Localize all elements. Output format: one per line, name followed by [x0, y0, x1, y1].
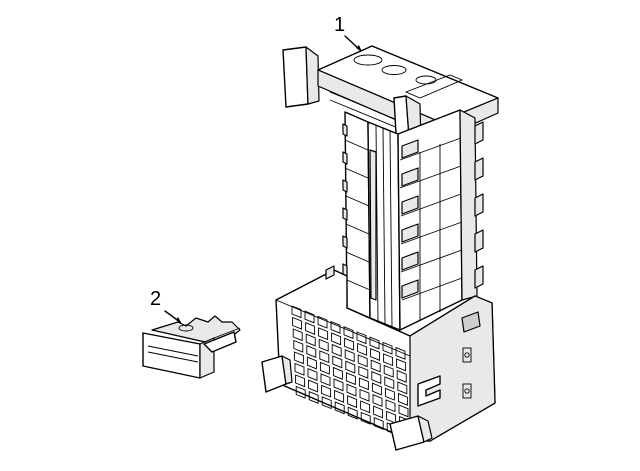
connector-cavity: [318, 338, 329, 352]
connector-cavity: [358, 377, 369, 391]
connector-cavity: [295, 374, 306, 388]
tower-center-channel: [367, 121, 401, 331]
connector-cavity: [372, 394, 383, 407]
connector-cavity: [398, 404, 409, 418]
connector-cavity: [384, 387, 395, 401]
connector-cavity: [383, 353, 394, 367]
connector-cavity: [360, 411, 371, 425]
connector-cavity: [321, 396, 332, 410]
base-side-features: [417, 347, 472, 407]
connector-cavity: [346, 383, 357, 397]
connector-cavity: [331, 332, 342, 346]
connector-cavity: [308, 391, 319, 404]
connector-cavity: [345, 360, 356, 374]
connector-cavity: [385, 399, 396, 413]
connector-cavity: [292, 328, 303, 342]
connector-cavity: [332, 366, 343, 380]
connector-cavity: [396, 369, 407, 383]
connector-cavity: [319, 361, 330, 375]
connector-cavity: [373, 417, 384, 430]
mounting-foot-left: [261, 355, 293, 393]
connector-cavity: [319, 350, 330, 364]
connector-cavity: [395, 346, 406, 360]
connector-cavity: [373, 405, 384, 419]
connector-cavity: [343, 326, 354, 340]
connector-cavity: [334, 389, 345, 403]
connector-grid: [291, 305, 410, 441]
callout-2-label: 2: [150, 288, 161, 310]
connector-cavity: [307, 368, 318, 381]
connector-cavity: [356, 331, 367, 345]
connector-cavity: [294, 362, 305, 376]
connector-cavity: [305, 322, 316, 335]
connector-cavity: [396, 358, 407, 372]
connector-cavity: [344, 337, 355, 351]
connector-cavity: [358, 365, 369, 379]
mounting-foot-right: [389, 415, 433, 451]
connector-cavity: [347, 395, 358, 409]
connector-cavity: [306, 356, 317, 370]
connector-cavity: [293, 339, 304, 353]
tower-left-column: [342, 111, 371, 319]
connector-cavity: [321, 384, 332, 398]
connector-cavity: [291, 305, 302, 319]
fuse-relay-box: [261, 45, 499, 451]
connector-cavity: [384, 376, 395, 390]
connector-cavity: [345, 372, 356, 386]
connector-cavity: [347, 406, 358, 420]
connector-cavity: [382, 341, 393, 355]
connector-cavity: [357, 342, 368, 356]
connector-cavity: [397, 392, 408, 406]
connector-cavity: [397, 381, 408, 395]
tower-right-stack: [397, 109, 484, 331]
connector-cavity: [308, 379, 319, 393]
connector-cavity: [330, 320, 341, 334]
connector-cavity: [359, 388, 370, 402]
callout-2: 2: [150, 288, 182, 324]
connector-cavity: [369, 336, 380, 350]
connector-cavity: [370, 348, 381, 361]
top-left-tab: [282, 46, 320, 108]
connector-cavity: [370, 359, 381, 373]
blade-fuse: [142, 315, 241, 379]
connector-cavity: [292, 316, 303, 330]
connector-cavity: [320, 373, 331, 387]
callout-1: 1: [334, 14, 362, 52]
connector-cavity: [383, 364, 394, 378]
connector-cavity: [295, 385, 306, 399]
connector-cavity: [332, 355, 343, 369]
connector-cavity: [305, 333, 316, 347]
connector-cavity: [371, 382, 382, 396]
connector-cavity: [334, 401, 345, 415]
top-cover: [317, 45, 499, 140]
connector-cavity: [304, 310, 315, 324]
connector-cavity: [317, 315, 328, 329]
connector-cavity: [293, 351, 304, 365]
connector-cavity: [344, 349, 355, 363]
connector-cavity: [360, 400, 371, 414]
callout-1-label: 1: [334, 14, 345, 36]
connector-cavity: [331, 343, 342, 357]
connector-cavity: [333, 378, 344, 392]
connector-cavity: [371, 371, 382, 384]
connector-cavity: [318, 327, 329, 341]
connector-cavity: [306, 345, 317, 358]
connector-cavity: [357, 354, 368, 368]
